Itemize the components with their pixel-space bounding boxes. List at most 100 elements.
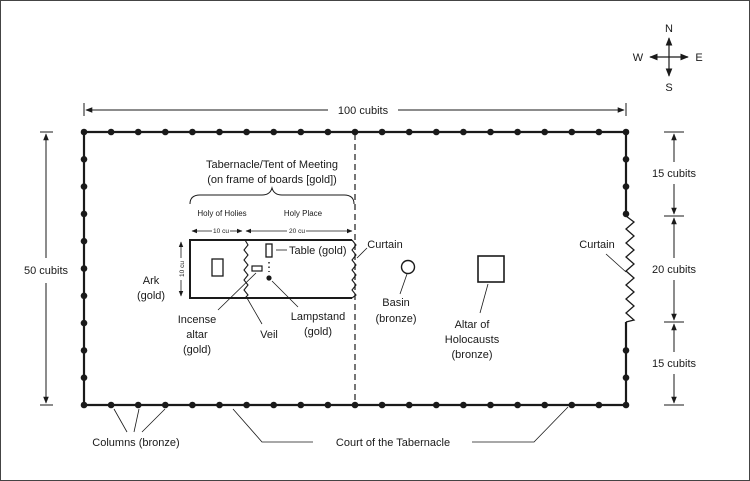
column-post <box>541 128 548 136</box>
column-post <box>514 401 521 409</box>
column-post <box>568 128 576 136</box>
column-post <box>433 401 440 409</box>
column-post <box>80 374 88 382</box>
column-post <box>297 128 305 136</box>
tabernacle-curtain <box>351 239 357 299</box>
column-post <box>622 183 630 190</box>
inner-holies-dim: 10 cu <box>213 228 229 235</box>
column-post <box>270 401 278 409</box>
basin-label: Basin <box>382 297 410 309</box>
curtain-gate-label: Curtain <box>579 239 614 251</box>
column-post <box>162 128 169 136</box>
holy-place-label: Holy Place <box>284 209 323 218</box>
compass-north: N <box>665 23 673 35</box>
column-post <box>378 128 386 136</box>
incense-altar-label-1: Incense <box>178 314 217 326</box>
column-post <box>297 401 305 409</box>
basin-label-material: (bronze) <box>376 313 417 325</box>
column-post <box>595 401 603 409</box>
length-dimension: 100 cubits <box>83 103 627 117</box>
table-icon <box>265 243 273 258</box>
column-post <box>460 128 467 136</box>
column-post <box>162 401 169 409</box>
lampstand-icon <box>266 275 272 281</box>
column-post <box>568 401 576 409</box>
length-label: 100 cubits <box>338 105 389 117</box>
holy-of-holies-label: Holy of Holies <box>197 209 246 218</box>
column-post <box>189 401 196 409</box>
court-label: Court of the Tabernacle <box>336 437 450 449</box>
column-post <box>622 128 630 136</box>
ark-label-material: (gold) <box>137 290 165 302</box>
column-post <box>460 401 467 409</box>
column-post <box>243 128 250 136</box>
column-post <box>405 401 413 409</box>
column-post <box>622 347 630 354</box>
column-post <box>324 401 332 409</box>
column-post <box>80 265 88 272</box>
court-columns <box>80 128 630 409</box>
altar-label-2: Holocausts <box>445 334 500 346</box>
basin-icon <box>400 259 416 275</box>
altar-label-1: Altar of <box>455 319 491 331</box>
tabernacle-subtitle: (on frame of boards [gold]) <box>207 174 337 186</box>
column-post <box>80 128 88 136</box>
column-post <box>107 128 115 136</box>
side-mid-label: 20 cubits <box>652 264 697 276</box>
width-dimension: 50 cubits <box>24 131 69 406</box>
incense-altar-label-3: (gold) <box>183 344 211 356</box>
column-post <box>270 128 278 136</box>
column-post <box>622 374 630 382</box>
column-post <box>622 156 630 163</box>
column-post <box>134 128 142 136</box>
column-post <box>80 347 88 354</box>
column-post <box>80 237 88 245</box>
column-post <box>189 128 196 136</box>
column-post <box>80 183 88 190</box>
incense-altar-label-2: altar <box>186 329 208 341</box>
column-post <box>487 128 494 136</box>
compass-east: E <box>695 52 702 64</box>
table-label: Table (gold) <box>289 245 346 257</box>
side-bottom-label: 15 cubits <box>652 358 697 370</box>
tabernacle-title: Tabernacle/Tent of Meeting <box>206 159 338 171</box>
lampstand-label-material: (gold) <box>304 326 332 338</box>
tabernacle-brace <box>189 186 355 205</box>
incense-altar-icon <box>251 265 263 272</box>
column-post <box>351 401 359 409</box>
column-post <box>351 128 359 136</box>
column-post <box>324 128 332 136</box>
gate-curtain <box>625 215 636 323</box>
column-post <box>514 128 521 136</box>
column-post <box>595 128 603 136</box>
column-post <box>487 401 494 409</box>
veil-zigzag <box>243 239 249 299</box>
column-post <box>80 319 88 327</box>
curtain-inner-label: Curtain <box>367 239 402 251</box>
column-post <box>541 401 548 409</box>
altar-icon <box>477 255 505 283</box>
column-post <box>216 401 223 409</box>
column-post <box>622 401 630 409</box>
column-post <box>80 401 88 409</box>
veil-label: Veil <box>260 329 278 341</box>
column-post <box>80 156 88 163</box>
lampstand-label: Lampstand <box>291 311 345 323</box>
column-post <box>80 292 88 300</box>
column-post <box>405 128 413 136</box>
side-dimensions: 15 cubits 20 cubits 15 cubits <box>652 131 697 406</box>
ark-label: Ark <box>143 275 160 287</box>
ark-icon <box>211 258 224 277</box>
width-label: 50 cubits <box>24 265 69 277</box>
column-post <box>622 210 630 218</box>
columns-label: Columns (bronze) <box>92 437 179 449</box>
tabernacle-building <box>189 239 357 299</box>
compass-south: S <box>665 82 672 94</box>
altar-label-3: (bronze) <box>452 349 493 361</box>
compass-west: W <box>633 52 644 64</box>
inner-height-dim: 10 cu <box>179 261 186 277</box>
column-post <box>134 401 142 409</box>
column-post <box>378 401 386 409</box>
side-top-label: 15 cubits <box>652 168 697 180</box>
column-post <box>216 128 223 136</box>
